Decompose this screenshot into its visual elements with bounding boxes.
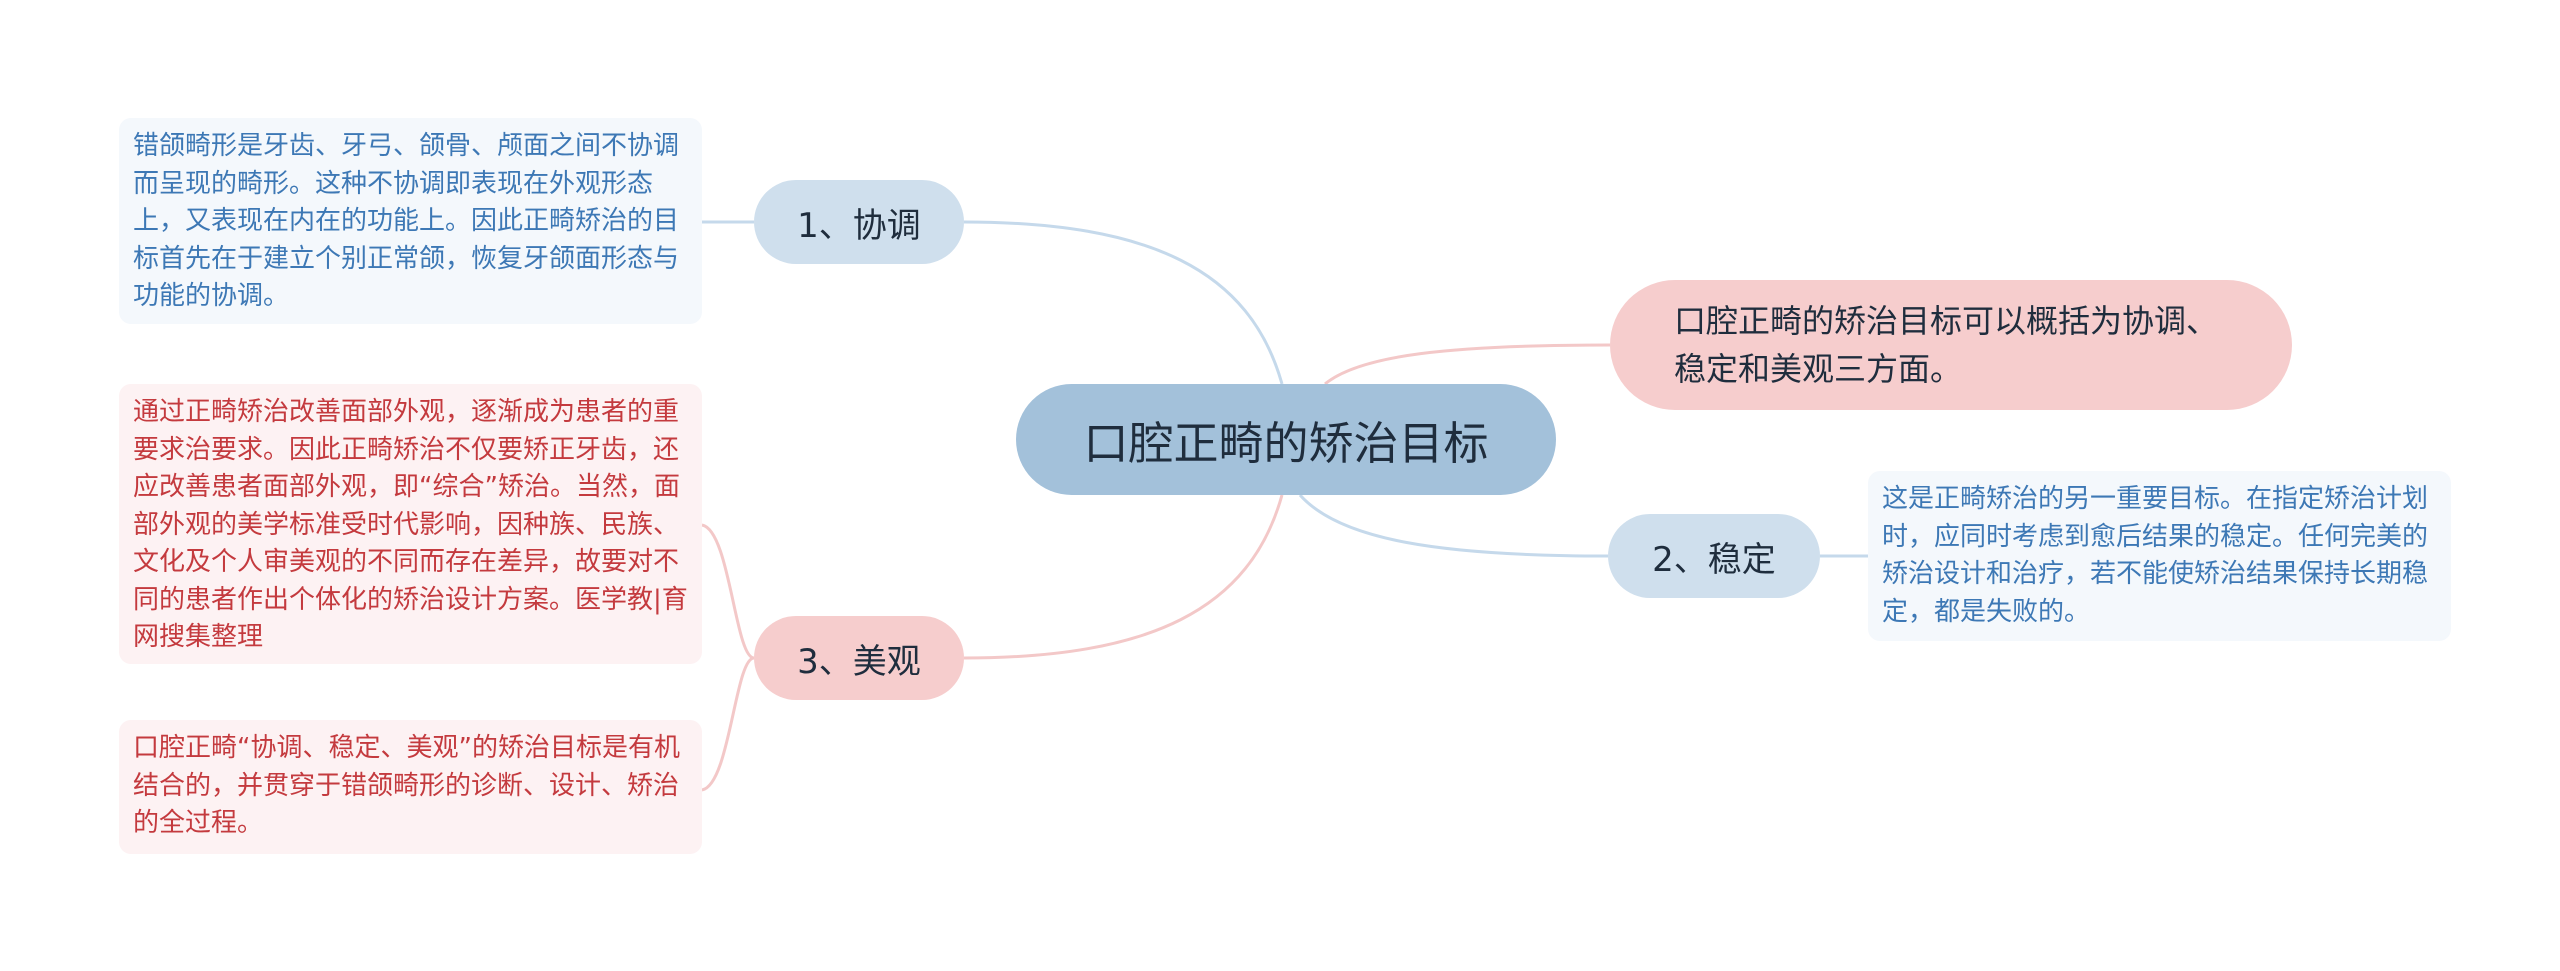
note-xietiao[interactable]: 错颌畸形是牙齿、牙弓、颌骨、颅面之间不协调而呈现的畸形。这种不协调即表现在外观形… [119, 118, 702, 324]
note-xietiao-text: 错颌畸形是牙齿、牙弓、颌骨、颅面之间不协调而呈现的畸形。这种不协调即表现在外观形… [133, 131, 680, 311]
note-wending-text: 这是正畸矫治的另一重要目标。在指定矫治计划时，应同时考虑到愈后结果的稳定。任何完… [1882, 484, 2429, 627]
note-meiguan-detail[interactable]: 通过正畸矫治改善面部外观，逐渐成为患者的重要求治要求。因此正畸矫治不仅要矫正牙齿… [119, 384, 702, 664]
branch-wending-label: 2、稳定 [1652, 539, 1776, 580]
root-topic[interactable]: 口腔正畸的矫治目标 [1016, 384, 1556, 495]
summary-topic-label: 口腔正畸的矫治目标可以概括为协调、稳定和美观三方面。 [1674, 302, 2219, 388]
branch-xietiao-label: 1、协调 [797, 205, 921, 246]
note-wending[interactable]: 这是正畸矫治的另一重要目标。在指定矫治计划时，应同时考虑到愈后结果的稳定。任何完… [1868, 471, 2451, 641]
note-meiguan-summary-text: 口腔正畸“协调、稳定、美观”的矫治目标是有机结合的，并贯穿于错颌畸形的诊断、设计… [133, 733, 680, 838]
branch-meiguan[interactable]: 3、美观 [754, 616, 964, 700]
link-root-to-wending [1298, 494, 1609, 558]
summary-topic[interactable]: 口腔正畸的矫治目标可以概括为协调、稳定和美观三方面。 [1610, 280, 2292, 410]
link-root-to-meiguan [963, 494, 1284, 660]
link-meiguan-to-note4 [701, 656, 755, 792]
link-meiguan-to-note3 [701, 523, 755, 660]
note-meiguan-summary[interactable]: 口腔正畸“协调、稳定、美观”的矫治目标是有机结合的，并贯穿于错颌畸形的诊断、设计… [119, 720, 702, 854]
note-meiguan-detail-text: 通过正畸矫治改善面部外观，逐渐成为患者的重要求治要求。因此正畸矫治不仅要矫正牙齿… [133, 397, 688, 652]
branch-xietiao[interactable]: 1、协调 [754, 180, 964, 264]
root-topic-label: 口腔正畸的矫治目标 [1083, 417, 1489, 470]
branch-wending[interactable]: 2、稳定 [1608, 514, 1820, 598]
branch-meiguan-label: 3、美观 [797, 641, 921, 682]
link-root-to-xietiao [963, 220, 1284, 385]
link-root-to-summary [1324, 343, 1611, 386]
